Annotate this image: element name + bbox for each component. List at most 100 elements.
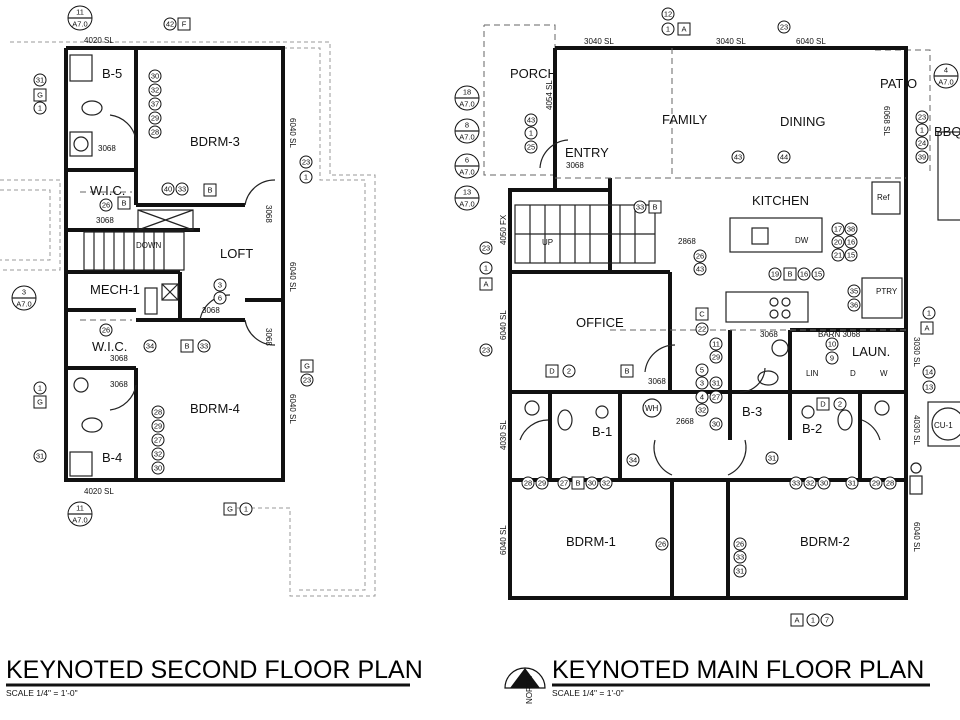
- svg-text:G: G: [227, 505, 233, 514]
- keynote-10: 10: [825, 337, 839, 351]
- svg-text:32: 32: [806, 479, 814, 488]
- keynote-44: 44: [777, 150, 791, 164]
- room-label-b1: B-1: [592, 424, 612, 439]
- door-swing-b4: [109, 384, 137, 411]
- svg-text:40: 40: [164, 185, 172, 194]
- stair: [83, 209, 194, 271]
- svg-text:B: B: [575, 479, 580, 488]
- svg-text:A7.0: A7.0: [459, 100, 474, 109]
- svg-text:33: 33: [792, 479, 800, 488]
- svg-text:23: 23: [918, 113, 926, 122]
- svg-text:G: G: [37, 91, 43, 100]
- keynote-43: 43: [693, 262, 707, 276]
- keynote-13: 13: [922, 380, 936, 394]
- svg-text:16: 16: [800, 270, 808, 279]
- svg-text:31: 31: [768, 454, 776, 463]
- keynote-7: 7: [820, 613, 834, 627]
- dim-door-2668: 2668: [676, 417, 694, 426]
- keynote-23: 23: [300, 373, 314, 387]
- water-heater-label: WH: [645, 404, 659, 413]
- svg-text:1: 1: [529, 129, 533, 138]
- roof-outline-inner: [283, 47, 366, 591]
- second-floor-title: KEYNOTED SECOND FLOOR PLAN: [6, 656, 423, 684]
- keynote-B: B: [620, 364, 634, 378]
- section-callout-13: 13 A7.0: [454, 185, 480, 211]
- svg-text:33: 33: [178, 185, 186, 194]
- svg-text:G: G: [37, 398, 43, 407]
- keynote-40: 40: [161, 182, 175, 196]
- svg-text:13: 13: [925, 383, 933, 392]
- svg-text:1: 1: [920, 126, 924, 135]
- room-label-b4: B-4: [102, 450, 122, 465]
- svg-text:26: 26: [696, 252, 704, 261]
- keynote-29: 29: [535, 476, 549, 490]
- water-heater: [642, 398, 662, 418]
- svg-text:36: 36: [850, 301, 858, 310]
- main-stair: [514, 204, 656, 264]
- svg-text:33: 33: [200, 342, 208, 351]
- kitchen-island: [729, 217, 823, 253]
- svg-text:7: 7: [825, 616, 829, 625]
- keynote-26: 26: [99, 198, 113, 212]
- svg-text:B: B: [787, 270, 792, 279]
- dim-top-window: 4020 SL: [84, 36, 114, 45]
- svg-text:20: 20: [834, 238, 842, 247]
- keynote-27: 27: [709, 390, 723, 404]
- svg-text:A7.0: A7.0: [72, 516, 87, 525]
- dim-b1-window: 4030 SL: [499, 420, 508, 450]
- svg-text:37: 37: [151, 100, 159, 109]
- linen-label: LIN: [806, 369, 819, 378]
- stair-label-up: UP: [542, 238, 553, 247]
- svg-text:33: 33: [636, 203, 644, 212]
- keynote-23: 23: [777, 20, 791, 34]
- svg-text:1: 1: [38, 384, 42, 393]
- dim-bdrm1-window: 6040 SL: [499, 525, 508, 555]
- keynote-B: B: [117, 196, 131, 210]
- keynote-34: 34: [626, 453, 640, 467]
- svg-text:A7.0: A7.0: [72, 20, 87, 29]
- keynote-29: 29: [869, 476, 883, 490]
- svg-text:15: 15: [847, 251, 855, 260]
- svg-text:30: 30: [151, 72, 159, 81]
- keynote-30: 30: [817, 476, 831, 490]
- room-label-laun: LAUN.: [852, 344, 890, 359]
- svg-text:14: 14: [925, 368, 933, 377]
- keynote-1: 1: [239, 502, 253, 516]
- svg-text:27: 27: [560, 479, 568, 488]
- dryer-label: D: [850, 369, 856, 378]
- room-label-b5: B-5: [102, 66, 122, 81]
- bbq-counter: [937, 131, 960, 221]
- keynote-B: B: [203, 183, 217, 197]
- keynote-31: 31: [33, 449, 47, 463]
- dim-door-bdrm4: 3068: [264, 328, 273, 346]
- dim-door-wic2: 3068: [110, 354, 128, 363]
- refrigerator: [871, 181, 901, 215]
- svg-text:A: A: [794, 616, 799, 625]
- door-swing-b2: [861, 419, 881, 441]
- keynote-26: 26: [655, 537, 669, 551]
- section-callout-top: 11 A7.0: [67, 5, 93, 31]
- svg-text:29: 29: [538, 479, 546, 488]
- b1-lav: [524, 400, 540, 416]
- svg-text:2: 2: [567, 367, 571, 376]
- keynote-24: 24: [915, 136, 929, 150]
- door-swing-entry: [539, 139, 569, 169]
- svg-text:8: 8: [465, 121, 469, 130]
- svg-text:1: 1: [484, 264, 488, 273]
- svg-text:A7.0: A7.0: [16, 300, 31, 309]
- keynote-29: 29: [151, 419, 165, 433]
- svg-text:33: 33: [736, 553, 744, 562]
- section-callout-8: 8 A7.0: [454, 118, 480, 144]
- door-swing-bdrm3: [244, 179, 276, 206]
- dim-door-bdrm3: 3068: [264, 205, 273, 223]
- svg-text:A7.0: A7.0: [459, 133, 474, 142]
- keynote-F: F: [177, 17, 191, 31]
- svg-text:32: 32: [602, 479, 610, 488]
- keynote-32: 32: [599, 476, 613, 490]
- dim-laund-window: 3030 SL: [912, 337, 921, 367]
- keynote-2: 2: [562, 364, 576, 378]
- svg-text:26: 26: [102, 201, 110, 210]
- keynote-1: 1: [33, 381, 47, 395]
- svg-text:35: 35: [850, 287, 858, 296]
